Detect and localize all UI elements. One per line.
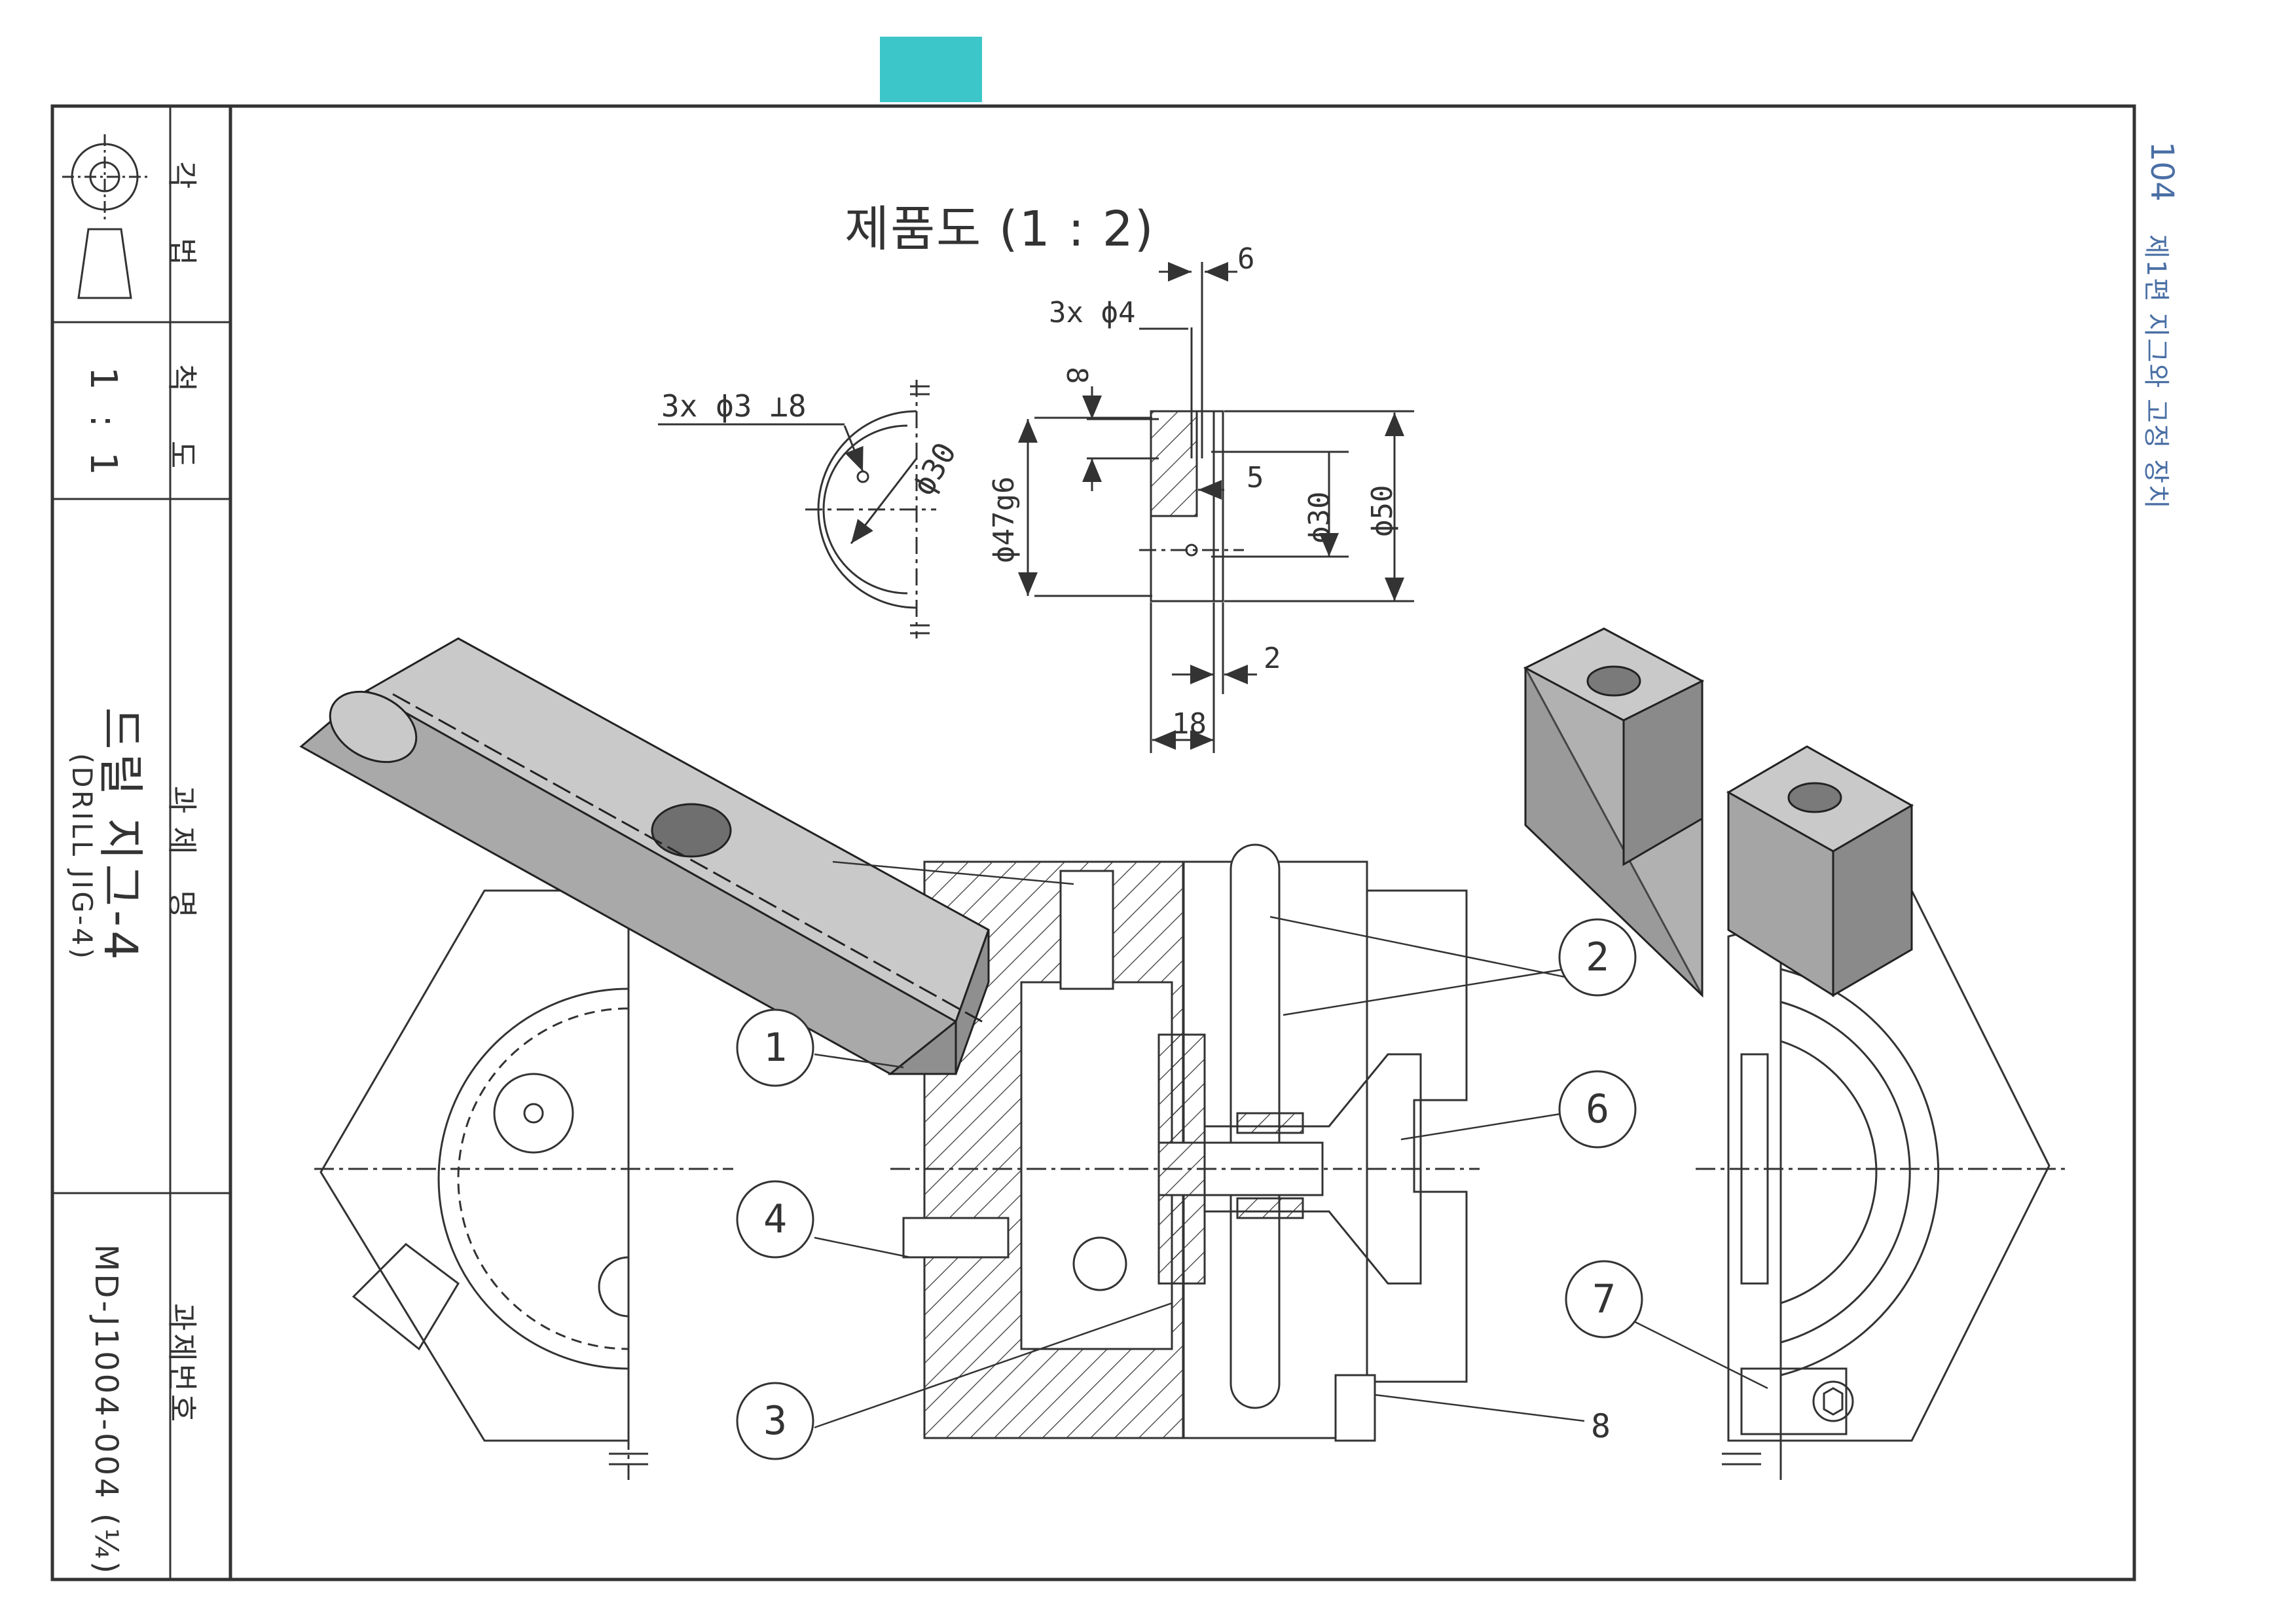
dim-d30-side: ϕ30 bbox=[1303, 492, 1336, 544]
balloon-leaders bbox=[814, 860, 1768, 1429]
balloon-7: 7 bbox=[1565, 1260, 1643, 1338]
dim-w2: 2 bbox=[1264, 642, 1281, 675]
part-8-label: 8 bbox=[1591, 1407, 1611, 1445]
balloon-3: 3 bbox=[736, 1382, 814, 1460]
dim-h5: 5 bbox=[1247, 461, 1264, 494]
dim-h8: 8 bbox=[1060, 367, 1093, 384]
balloon-6: 6 bbox=[1558, 1070, 1637, 1149]
dim-d30-front: ϕ30 bbox=[905, 437, 963, 502]
drawing-title: 제품도 (1 : 2) bbox=[845, 201, 1155, 257]
dim-holes-4: 3x ϕ4 bbox=[1049, 296, 1135, 329]
product-side-view bbox=[1018, 262, 1414, 753]
isometric-clamp-part bbox=[1523, 627, 1914, 998]
dim-d50: ϕ50 bbox=[1366, 485, 1399, 537]
balloon-2: 2 bbox=[1558, 918, 1637, 997]
dim-w18: 18 bbox=[1172, 707, 1207, 741]
section-tab-marker bbox=[880, 37, 982, 102]
balloon-4-label: 4 bbox=[763, 1196, 787, 1242]
assembly-right-view bbox=[1696, 889, 2069, 1480]
isometric-arm-part bbox=[299, 637, 990, 1075]
balloon-6-label: 6 bbox=[1586, 1086, 1609, 1132]
assembly-left-view bbox=[314, 851, 733, 1480]
balloon-1-label: 1 bbox=[763, 1025, 787, 1071]
dim-holes-small: 3x ϕ3 ⊥8 bbox=[661, 388, 807, 424]
balloon-2-label: 2 bbox=[1586, 934, 1609, 980]
balloon-1: 1 bbox=[736, 1008, 814, 1087]
product-front-view bbox=[658, 380, 936, 638]
balloon-3-label: 3 bbox=[763, 1398, 787, 1444]
dim-d47: ϕ47g6 bbox=[987, 477, 1021, 563]
balloon-4: 4 bbox=[736, 1180, 814, 1259]
projection-symbol-icon bbox=[62, 134, 147, 299]
sheet-border bbox=[50, 104, 2136, 1581]
dim-w6: 6 bbox=[1237, 242, 1255, 276]
balloon-7-label: 7 bbox=[1592, 1276, 1616, 1322]
